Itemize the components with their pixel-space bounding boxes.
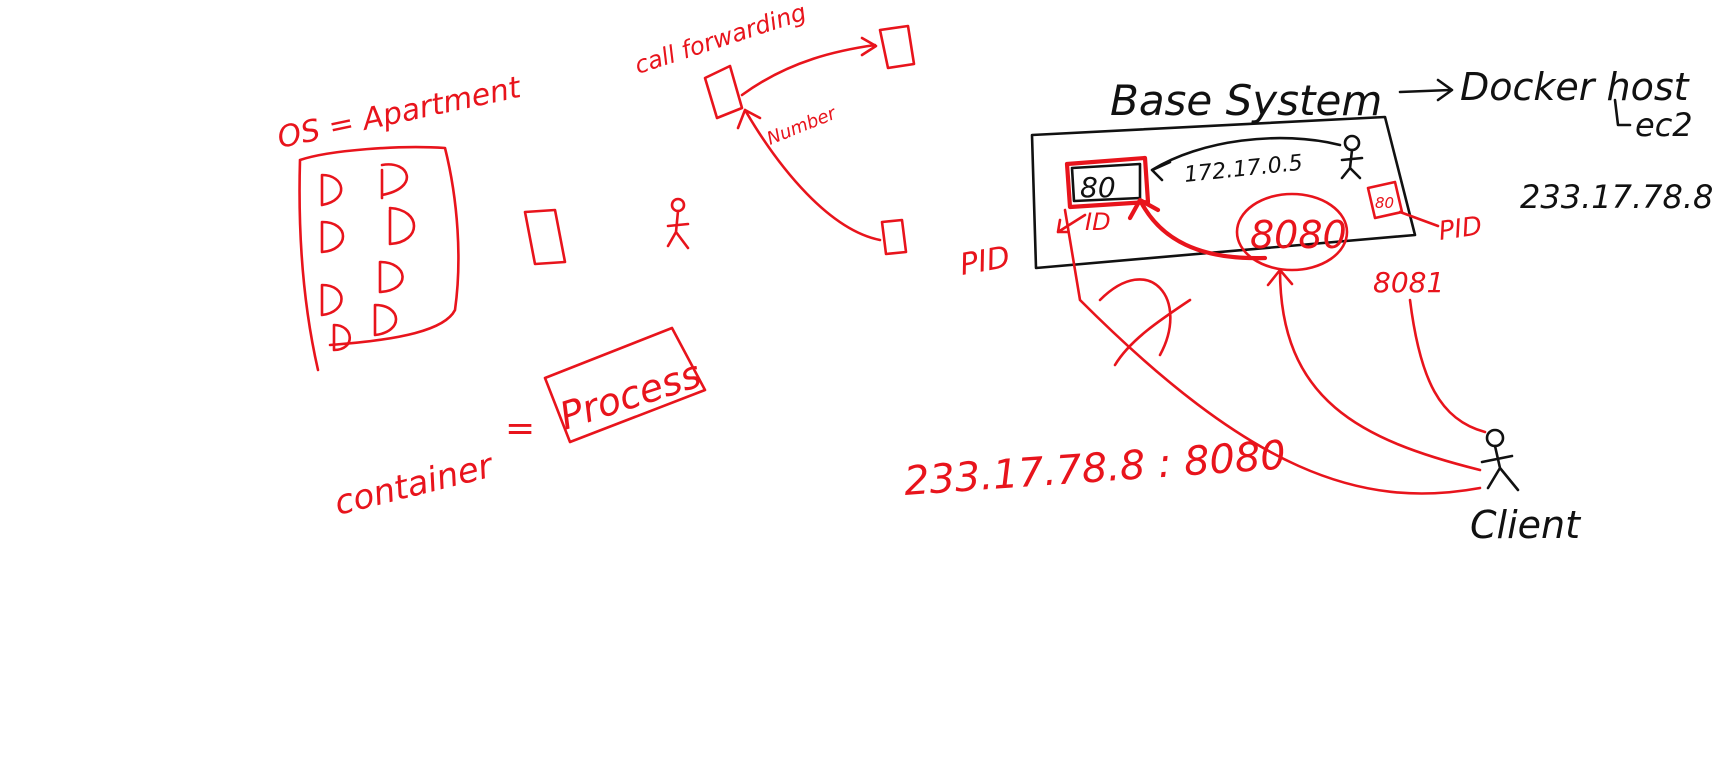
phone-box-left bbox=[703, 64, 744, 120]
pid-right-pointer bbox=[1398, 210, 1440, 228]
process-box bbox=[543, 326, 707, 444]
docker-host-label: Docker host bbox=[1460, 65, 1691, 109]
docker-host-box bbox=[1030, 115, 1417, 270]
container-80-port: 80 bbox=[1080, 171, 1116, 204]
apartment-units bbox=[320, 163, 416, 352]
apartment-unit bbox=[320, 283, 343, 317]
client-url-label: 233.17.78.8 : 8080 bbox=[902, 432, 1287, 505]
apartment-unit bbox=[373, 303, 398, 337]
port-8081-label: 8081 bbox=[1373, 266, 1444, 299]
container-small-port: 80 bbox=[1375, 194, 1394, 212]
client-stick-figure bbox=[1480, 428, 1520, 492]
host-ip-label: 233.17.78.8 bbox=[1520, 178, 1713, 216]
pid-left-label: PID bbox=[957, 240, 1012, 283]
bridge-ip-label: 172.17.0.5 bbox=[1183, 151, 1304, 188]
apartment-unit bbox=[332, 323, 351, 352]
apartment-unit bbox=[388, 206, 416, 246]
base-to-docker-arrow bbox=[1398, 78, 1454, 102]
call-forwarding-label: call forwarding bbox=[631, 0, 809, 80]
container-process-group: container = Process bbox=[331, 326, 707, 524]
ec2-label: ec2 bbox=[1635, 106, 1693, 144]
call-forwarding-group: call forwarding Number bbox=[631, 0, 916, 256]
crossed-out-connection bbox=[1098, 278, 1192, 367]
forwarding-arrow bbox=[740, 36, 878, 97]
pid-right-label: PID bbox=[1437, 211, 1484, 247]
base-system-group: Base System Docker host ec2 233.17.78.8 … bbox=[957, 65, 1713, 367]
client-to-8081-line bbox=[1408, 298, 1487, 434]
id-pointer-arrow bbox=[1056, 213, 1087, 234]
phone-box-bottom bbox=[880, 218, 908, 256]
container-80-box bbox=[1064, 155, 1151, 210]
base-system-label: Base System bbox=[1110, 76, 1382, 125]
os-apartment-label: OS = Apartment bbox=[274, 70, 524, 156]
ec2-hook-arrow bbox=[1613, 98, 1632, 127]
equals-sign: = bbox=[505, 408, 535, 449]
client-label: Client bbox=[1470, 503, 1582, 547]
os-apartment-group: OS = Apartment bbox=[274, 70, 690, 372]
standalone-house-box bbox=[523, 208, 567, 266]
container-label: container bbox=[331, 445, 499, 523]
number-arrow bbox=[736, 108, 882, 242]
internal-user-figure bbox=[1340, 134, 1364, 180]
person-stick-figure bbox=[666, 197, 690, 250]
phone-box-right bbox=[878, 24, 916, 70]
port-mapping-arrow bbox=[1127, 197, 1268, 261]
client-to-80-line bbox=[1063, 208, 1482, 495]
apartment-unit bbox=[320, 173, 343, 207]
client-to-8080-arrow bbox=[1266, 268, 1482, 472]
number-label: Number bbox=[764, 102, 840, 149]
port-8080-circle bbox=[1235, 192, 1349, 272]
apartment-building-outline bbox=[298, 145, 460, 372]
apartment-unit bbox=[380, 163, 409, 200]
internal-request-arrow bbox=[1150, 136, 1342, 182]
id-inside-label: ID bbox=[1085, 208, 1111, 236]
apartment-unit bbox=[320, 220, 345, 254]
apartment-unit bbox=[378, 260, 404, 294]
port-8080-label: 8080 bbox=[1250, 213, 1347, 257]
